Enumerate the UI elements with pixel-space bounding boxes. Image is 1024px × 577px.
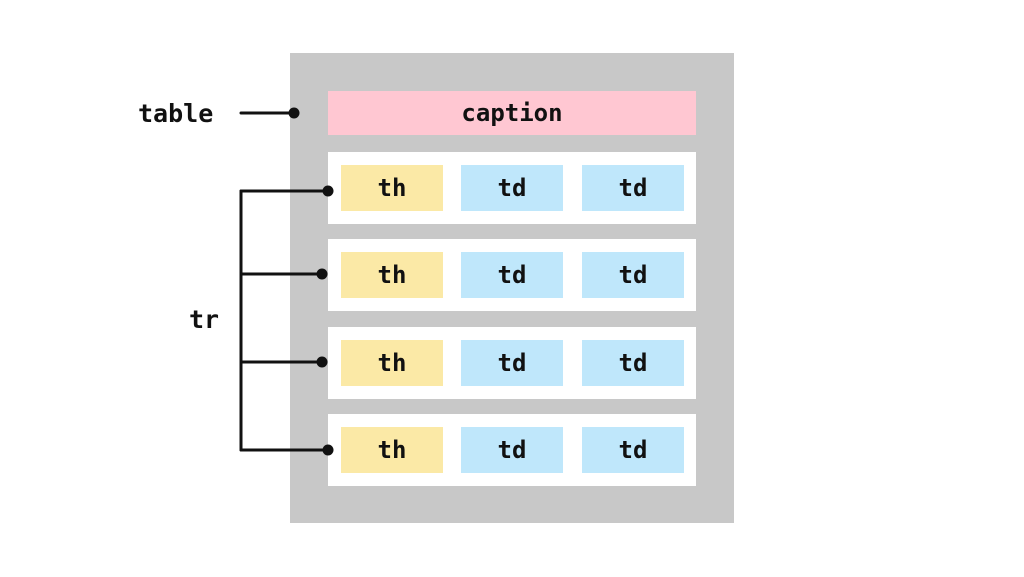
tr-label: tr	[189, 305, 220, 334]
table-label: table	[138, 99, 214, 128]
td-cell: td	[582, 252, 684, 298]
table-row: th td td	[328, 152, 696, 224]
table-row: th td td	[328, 327, 696, 399]
th-cell: th	[341, 340, 443, 386]
th-cell: th	[341, 165, 443, 211]
td-cell: td	[582, 427, 684, 473]
td-cell: td	[461, 252, 563, 298]
table-row: th td td	[328, 414, 696, 486]
th-cell: th	[341, 427, 443, 473]
table-element: caption th td td th td td th td td th td…	[290, 53, 734, 523]
td-cell: td	[582, 340, 684, 386]
td-cell: td	[461, 427, 563, 473]
td-cell: td	[461, 340, 563, 386]
th-cell: th	[341, 252, 443, 298]
table-row: th td td	[328, 239, 696, 311]
caption-element: caption	[328, 91, 696, 135]
td-cell: td	[461, 165, 563, 211]
td-cell: td	[582, 165, 684, 211]
